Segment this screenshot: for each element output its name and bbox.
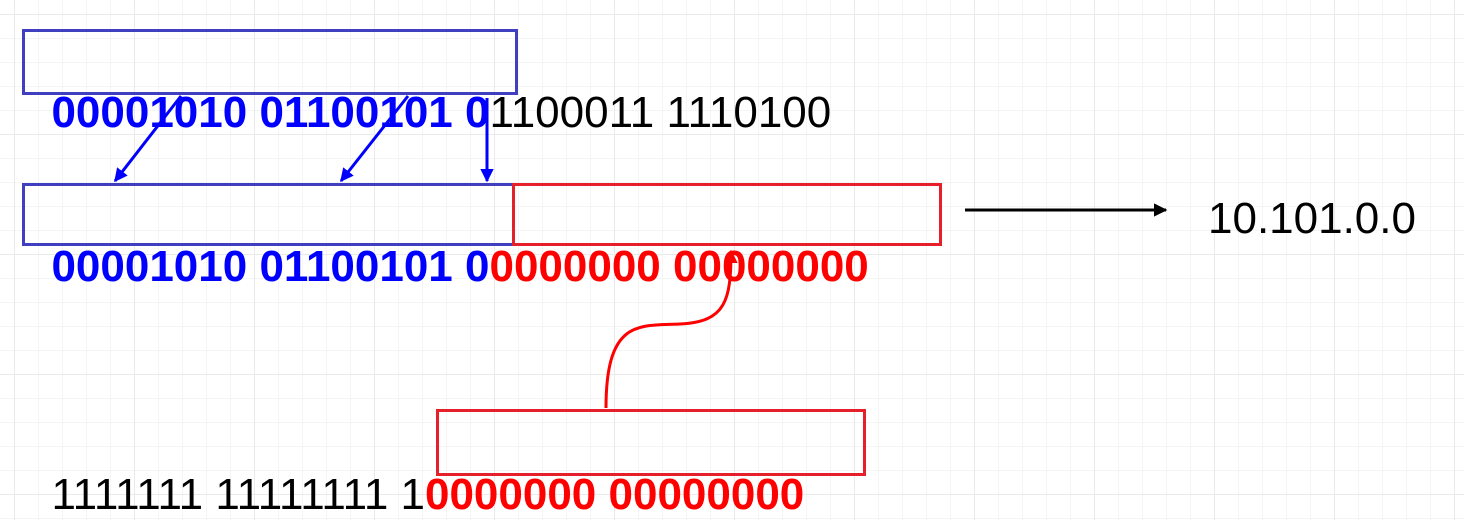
mask-zeros-box <box>436 409 866 476</box>
address-row2: 00001010 01100101 00000000 00000000 <box>27 192 869 292</box>
host-bits-row1: 1100011 1110100 <box>489 88 832 137</box>
address-row1: 00001010 01100101 01100011 1110100 <box>27 38 831 138</box>
copy-arrow-octet1 <box>113 95 183 183</box>
arrows-layer <box>113 95 1168 409</box>
zeroed-host-bits-row2: 0000000 00000000 <box>489 242 869 291</box>
copy-arrow-octet2 <box>339 95 410 183</box>
network-bits-row1: 00001010 01100101 0 <box>51 88 490 137</box>
mask-arrow <box>604 249 738 409</box>
network-bits-row2: 00001010 01100101 0 <box>51 242 490 291</box>
host-part-box-row2 <box>512 183 942 246</box>
result-address: 10.101.0.0 <box>1208 194 1416 243</box>
network-part-box-row1 <box>22 29 518 95</box>
